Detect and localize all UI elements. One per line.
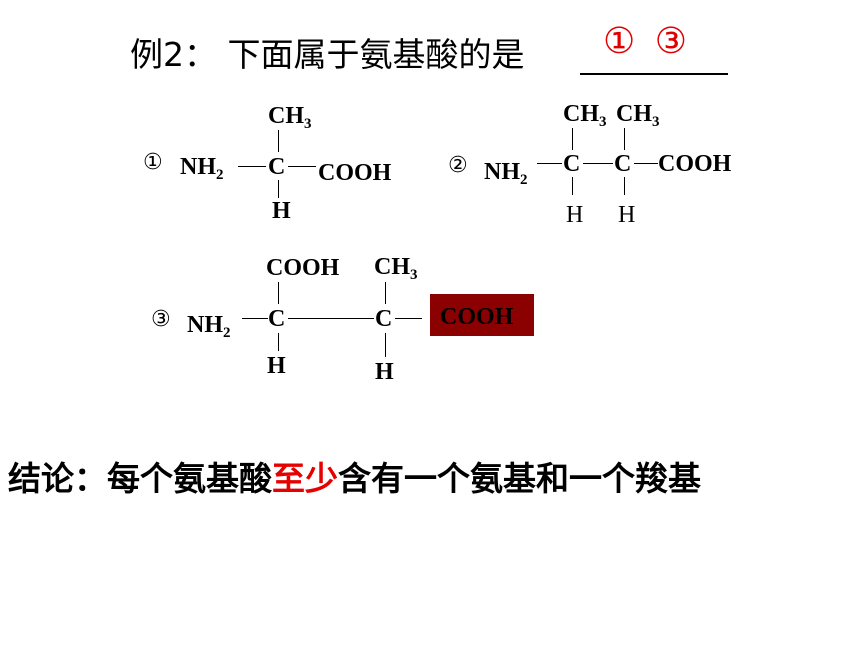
subscript: 2 [520, 172, 528, 188]
bond [288, 318, 374, 319]
amino-text: NH [484, 159, 520, 185]
amino-text: NH [187, 312, 223, 338]
compound-2-methyl-2: CH3 [616, 101, 660, 130]
answer-blank-line [580, 73, 728, 75]
amino-text: NH [180, 154, 216, 180]
compound-2-hydrogen-1: H [566, 202, 584, 228]
compound-2-amino: NH2 [484, 159, 528, 188]
subscript: 3 [652, 114, 660, 130]
subscript: 3 [304, 116, 312, 132]
bond [242, 318, 268, 319]
bond [634, 163, 658, 164]
subscript: 2 [223, 325, 231, 341]
compound-3-marker: ③ [151, 307, 171, 332]
bond [278, 180, 279, 198]
compound-1-carboxyl: COOH [318, 160, 392, 186]
compound-2-hydrogen-2: H [618, 202, 636, 228]
answer-text: ① ③ [603, 21, 691, 62]
bond [288, 166, 316, 167]
conclusion-lead: 结论：每个氨基酸 [8, 459, 272, 498]
compound-2-carbon-1: C [563, 151, 581, 177]
bond [537, 163, 562, 164]
bond [278, 333, 279, 351]
subscript: 3 [599, 114, 607, 130]
methyl-text: CH [374, 254, 410, 280]
bond [624, 128, 625, 150]
bond [385, 333, 386, 357]
compound-1-amino: NH2 [180, 154, 224, 183]
carboxyl-highlight-box [430, 294, 534, 336]
conclusion-emphasis: 至少 [272, 459, 338, 498]
compound-1-hydrogen: H [272, 198, 291, 224]
compound-1-carbon: C [268, 154, 286, 180]
compound-3-carbon-2: C [375, 306, 393, 332]
bond [572, 128, 573, 150]
bond [238, 166, 266, 167]
subscript: 2 [216, 167, 224, 183]
bond [278, 282, 279, 304]
bond [278, 130, 279, 152]
compound-1-methyl: CH3 [268, 103, 312, 132]
methyl-text: CH [563, 101, 599, 127]
compound-2-marker: ② [448, 153, 468, 178]
bond [624, 177, 625, 195]
compound-3-hydrogen-2: H [375, 359, 394, 385]
compound-3-carbon-1: C [268, 306, 286, 332]
conclusion-rest: 含有一个氨基和一个羧基 [338, 459, 701, 498]
compound-3-carboxyl-end: COOH [440, 304, 514, 330]
example-question: 例2： 下面属于氨基酸的是 [130, 35, 525, 74]
bond [395, 318, 422, 319]
subscript: 3 [410, 267, 418, 283]
compound-3-carboxyl-top: COOH [266, 255, 340, 281]
compound-2-methyl-1: CH3 [563, 101, 607, 130]
conclusion: 结论：每个氨基酸至少含有一个氨基和一个羧基 [8, 462, 701, 495]
bond [572, 177, 573, 195]
compound-3-amino: NH2 [187, 312, 231, 341]
compound-2-carboxyl: COOH [658, 151, 732, 177]
bond [583, 163, 613, 164]
methyl-text: CH [616, 101, 652, 127]
compound-3-methyl: CH3 [374, 254, 418, 283]
compound-1-marker: ① [143, 150, 163, 175]
methyl-text: CH [268, 103, 304, 129]
compound-2-carbon-2: C [614, 151, 632, 177]
bond [385, 282, 386, 304]
compound-3-hydrogen-1: H [267, 353, 286, 379]
